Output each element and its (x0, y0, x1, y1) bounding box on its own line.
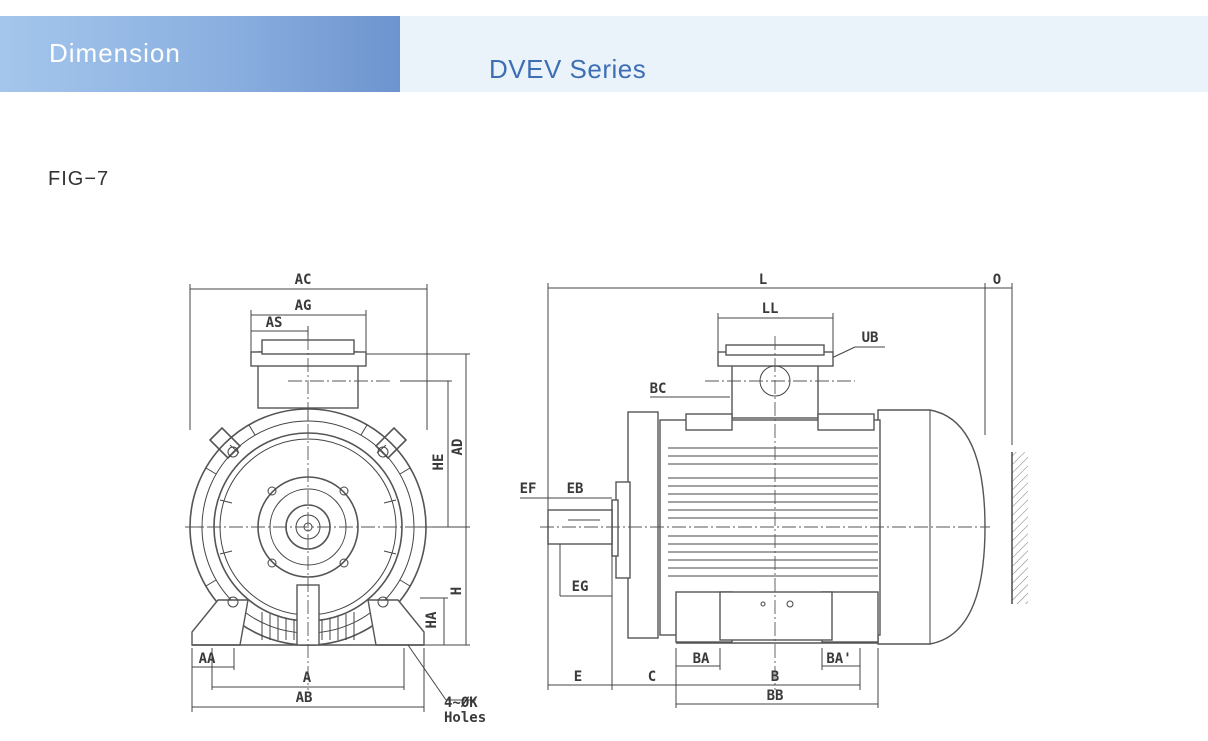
holes-note-line2: Holes (444, 710, 486, 726)
dim-ll: LL (762, 301, 779, 317)
dim-he: HE (431, 454, 447, 471)
page-header: Dimension DVEV Series (0, 16, 1208, 92)
dim-e: E (574, 669, 582, 685)
dim-ac: AC (295, 272, 312, 288)
dim-ad: AD (450, 439, 466, 456)
dim-bb: BB (767, 688, 784, 704)
header-tab-label: Dimension (49, 38, 181, 68)
dim-h: H (449, 587, 465, 595)
dim-ag: AG (295, 298, 312, 314)
dim-bc: BC (650, 381, 667, 397)
holes-note-line1: 4~ØK (444, 695, 478, 711)
dim-ab: AB (296, 690, 313, 706)
dim-ub: UB (862, 330, 879, 346)
dim-o: O (993, 272, 1001, 288)
dim-aa: AA (199, 651, 216, 667)
front-view: AC AG AS HE AD H HA AA A AB 4~ØK Holes (185, 272, 486, 726)
side-view: L O LL UB BC EF EB EG E C BA B BA' BB (520, 272, 1028, 708)
dim-b: B (771, 669, 779, 685)
dim-ha: HA (424, 611, 440, 628)
figure-label: FIG−7 (48, 168, 110, 190)
dim-eg: EG (572, 579, 589, 595)
series-title: DVEV Series (489, 54, 647, 84)
dim-as: AS (266, 315, 283, 331)
dim-ba-prime: BA' (826, 651, 851, 667)
dim-a: A (303, 670, 312, 686)
header-tab-dimension[interactable]: Dimension (0, 16, 400, 92)
dim-ba: BA (693, 651, 710, 667)
dim-ef: EF (520, 481, 537, 497)
dim-eb: EB (567, 481, 584, 497)
dim-c: C (648, 669, 656, 685)
dim-l: L (759, 272, 767, 288)
